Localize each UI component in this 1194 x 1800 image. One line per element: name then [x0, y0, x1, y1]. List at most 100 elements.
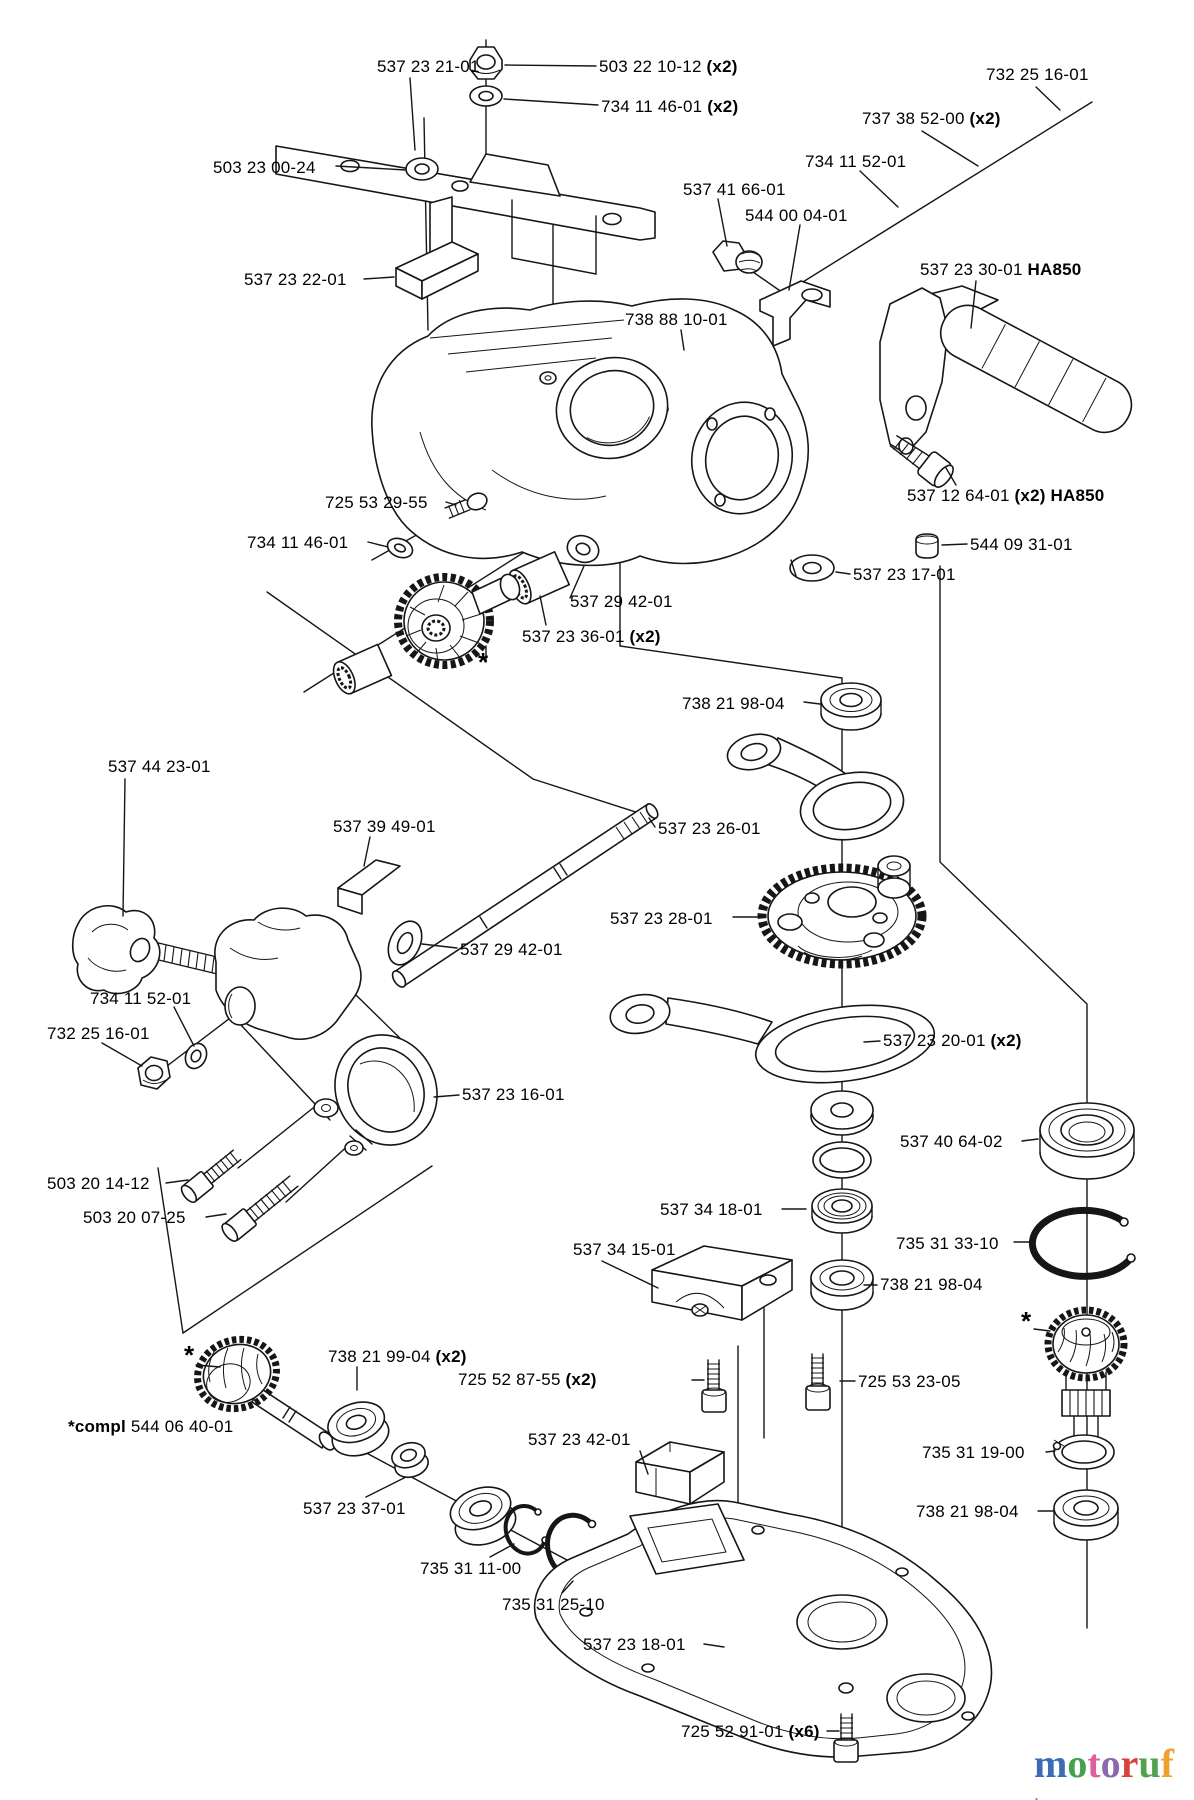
label-725-53-29-55: 725 53 29-55 [325, 493, 428, 513]
label-537-23-30-01: 537 23 30-01 HA850 [920, 260, 1081, 280]
label-537-23-20-01: 537 23 20-01 (x2) [883, 1031, 1022, 1051]
label-number: 544 06 40-01 [130, 1417, 234, 1436]
label-537-12-64-01: 537 12 64-01 (x2) HA850 [907, 486, 1104, 506]
label-number: 537 23 20-01 [883, 1031, 986, 1050]
handle-drawing [879, 285, 1133, 559]
label-738-21-99-04: 738 21 99-04 (x2) [328, 1347, 467, 1367]
label-number: 537 34 15-01 [573, 1240, 676, 1259]
label-number: 537 23 37-01 [303, 1499, 406, 1518]
label-number: 732 25 16-01 [986, 65, 1089, 84]
label-number: 738 88 10-01 [625, 310, 728, 329]
label-prefix: *compl [68, 1417, 126, 1436]
label-738-88-10-01: 738 88 10-01 [625, 310, 728, 330]
label-number: * [1021, 1306, 1032, 1336]
label-537-39-49-01: 537 39 49-01 [333, 817, 436, 837]
label-537-34-18-01: 537 34 18-01 [660, 1200, 763, 1220]
label-number: 738 21 98-04 [682, 694, 785, 713]
label-number: 734 11 46-01 [601, 97, 703, 116]
label-number: 734 11 52-01 [805, 152, 907, 171]
label-number: 537 34 18-01 [660, 1200, 763, 1219]
label-number: 725 52 87-55 [458, 1370, 561, 1389]
label-537-23-16-01: 537 23 16-01 [462, 1085, 565, 1105]
top-nut-washer-drawing [405, 46, 503, 181]
label-number: 735 31 33-10 [896, 1234, 999, 1253]
label-503-23-00-24: 503 23 00-24 [213, 158, 316, 178]
label-734-11-52-01-a: 734 11 52-01 [805, 152, 906, 172]
label-503-20-14-12: 503 20 14-12 [47, 1174, 150, 1194]
label-537-23-42-01: 537 23 42-01 [528, 1430, 631, 1450]
label-537-23-37-01: 537 23 37-01 [303, 1499, 406, 1519]
label-number: 735 31 25-10 [502, 1595, 605, 1614]
label-number: 734 11 46-01 [247, 533, 349, 552]
label-number: 537 23 30-01 [920, 260, 1023, 279]
star-b: * [184, 1342, 194, 1368]
label-qty: (x2) [435, 1347, 467, 1366]
lower-housing-drawing [137, 907, 438, 1242]
watermark-letter: o [1067, 1741, 1088, 1786]
watermark-logo: motoruf’.de [1034, 1744, 1194, 1800]
label-738-21-98-04-c: 738 21 98-04 [916, 1502, 1019, 1522]
label-537-29-42-01-a: 537 29 42-01 [570, 592, 673, 612]
watermark-tick: ’ [1034, 1796, 1039, 1800]
spacer-wedge-drawing [395, 196, 479, 300]
label-number: 537 12 64-01 [907, 486, 1010, 505]
label-number: 503 23 00-24 [213, 158, 316, 177]
label-number: * [478, 647, 489, 677]
label-number: 544 00 04-01 [745, 206, 848, 225]
label-number: 537 23 42-01 [528, 1430, 631, 1449]
label-number: 537 23 28-01 [610, 909, 713, 928]
label-qty: (x2) [969, 109, 1001, 128]
label-732-25-16-01-b: 732 25 16-01 [47, 1024, 150, 1044]
label-503-20-07-25: 503 20 07-25 [83, 1208, 186, 1228]
label-number: 537 44 23-01 [108, 757, 211, 776]
label-qty: (x2) HA850 [1014, 486, 1105, 505]
label-number: * [184, 1340, 195, 1370]
label-735-31-19-00: 735 31 19-00 [922, 1443, 1025, 1463]
label-734-11-52-01-b: 734 11 52-01 [90, 989, 191, 1009]
label-number: 503 20 07-25 [83, 1208, 186, 1227]
label-number: 537 40 64-02 [900, 1132, 1003, 1151]
label-number: 725 53 23-05 [858, 1372, 961, 1391]
label-544-00-04-01: 544 00 04-01 [745, 206, 848, 226]
label-537-23-28-01: 537 23 28-01 [610, 909, 713, 929]
label-537-23-26-01: 537 23 26-01 [658, 819, 761, 839]
label-qty: (x2) [629, 627, 661, 646]
label-number: 735 31 11-00 [420, 1559, 522, 1578]
label-725-52-87-55: 725 52 87-55 (x2) [458, 1370, 597, 1390]
label-number: 503 22 10-12 [599, 57, 702, 76]
label-number: 503 20 14-12 [47, 1174, 150, 1193]
label-number: 537 39 49-01 [333, 817, 436, 836]
knob-drawing [71, 904, 245, 995]
label-qty: (x2) [706, 57, 738, 76]
label-537-23-18-01: 537 23 18-01 [583, 1635, 686, 1655]
label-number: 537 29 42-01 [570, 592, 673, 611]
label-qty: HA850 [1027, 260, 1082, 279]
label-number: 737 38 52-00 [862, 109, 965, 128]
label-537-44-23-01: 537 44 23-01 [108, 757, 211, 777]
label-number: 735 31 19-00 [922, 1443, 1025, 1462]
label-735-31-11-00: 735 31 11-00 [420, 1559, 521, 1579]
label-725-52-91-01: 725 52 91-01 (x6) [681, 1722, 820, 1742]
label-number: 544 09 31-01 [970, 535, 1073, 554]
label-number: 537 23 36-01 [522, 627, 625, 646]
watermark-domain: .de [1039, 1798, 1065, 1800]
label-number: 537 23 26-01 [658, 819, 761, 838]
label-number: 537 23 16-01 [462, 1085, 565, 1104]
label-number: 732 25 16-01 [47, 1024, 150, 1043]
label-734-11-46-01-b: 734 11 46-01 [247, 533, 348, 553]
leader-lines [101, 64, 1061, 1732]
watermark-letter: u [1138, 1741, 1161, 1786]
label-537-34-15-01: 537 34 15-01 [573, 1240, 676, 1260]
bracket-bar-drawing [275, 145, 656, 275]
right-column-drawing [1028, 1102, 1136, 1541]
label-537-23-21-01: 537 23 21-01 [377, 57, 480, 77]
bevel-gear-set-drawing [332, 492, 600, 695]
watermark-letter: m [1034, 1741, 1068, 1786]
label-qty: (x2) [565, 1370, 597, 1389]
label-number: 738 21 98-04 [916, 1502, 1019, 1521]
label-738-21-98-04-a: 738 21 98-04 [682, 694, 785, 714]
label-734-11-46-01-a: 734 11 46-01 (x2) [601, 97, 738, 117]
label-number: 537 23 17-01 [853, 565, 956, 584]
